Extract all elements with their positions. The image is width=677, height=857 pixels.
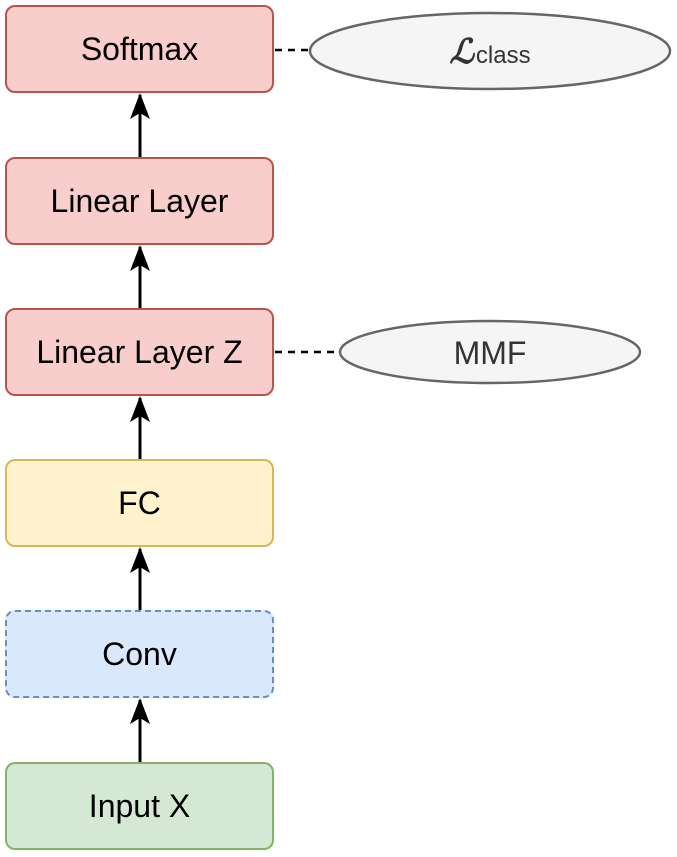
loss-subscript: class: [475, 42, 531, 69]
loss-symbol: ℒ: [449, 32, 474, 72]
arrowhead-linear: [130, 245, 150, 271]
conv-block: Conv: [5, 610, 274, 698]
mmf-loss-ellipse: [338, 319, 642, 385]
arrowhead-fc: [130, 547, 150, 573]
fc-label: FC: [118, 484, 161, 521]
softmax-block: Softmax: [5, 5, 274, 93]
linear-layer-block: Linear Layer: [5, 157, 274, 245]
linear-layer-z-block: Linear Layer Z: [5, 308, 274, 396]
conv-label: Conv: [102, 635, 177, 672]
class-loss-ellipse: [308, 11, 672, 91]
input-block: Input X: [5, 762, 274, 850]
input-label: Input X: [88, 787, 191, 824]
linear-layer-z-label: Linear Layer Z: [36, 333, 243, 370]
fc-block: FC: [5, 459, 274, 547]
softmax-label: Softmax: [80, 30, 199, 67]
arrowhead-linearz: [130, 396, 150, 422]
arrowhead-softmax: [130, 93, 150, 119]
arrowhead-conv: [130, 698, 150, 724]
linear-layer-label: Linear Layer: [50, 182, 229, 219]
mmf-label-text: MMF: [453, 334, 527, 371]
mmf-loss-label: MMF: [340, 322, 640, 384]
